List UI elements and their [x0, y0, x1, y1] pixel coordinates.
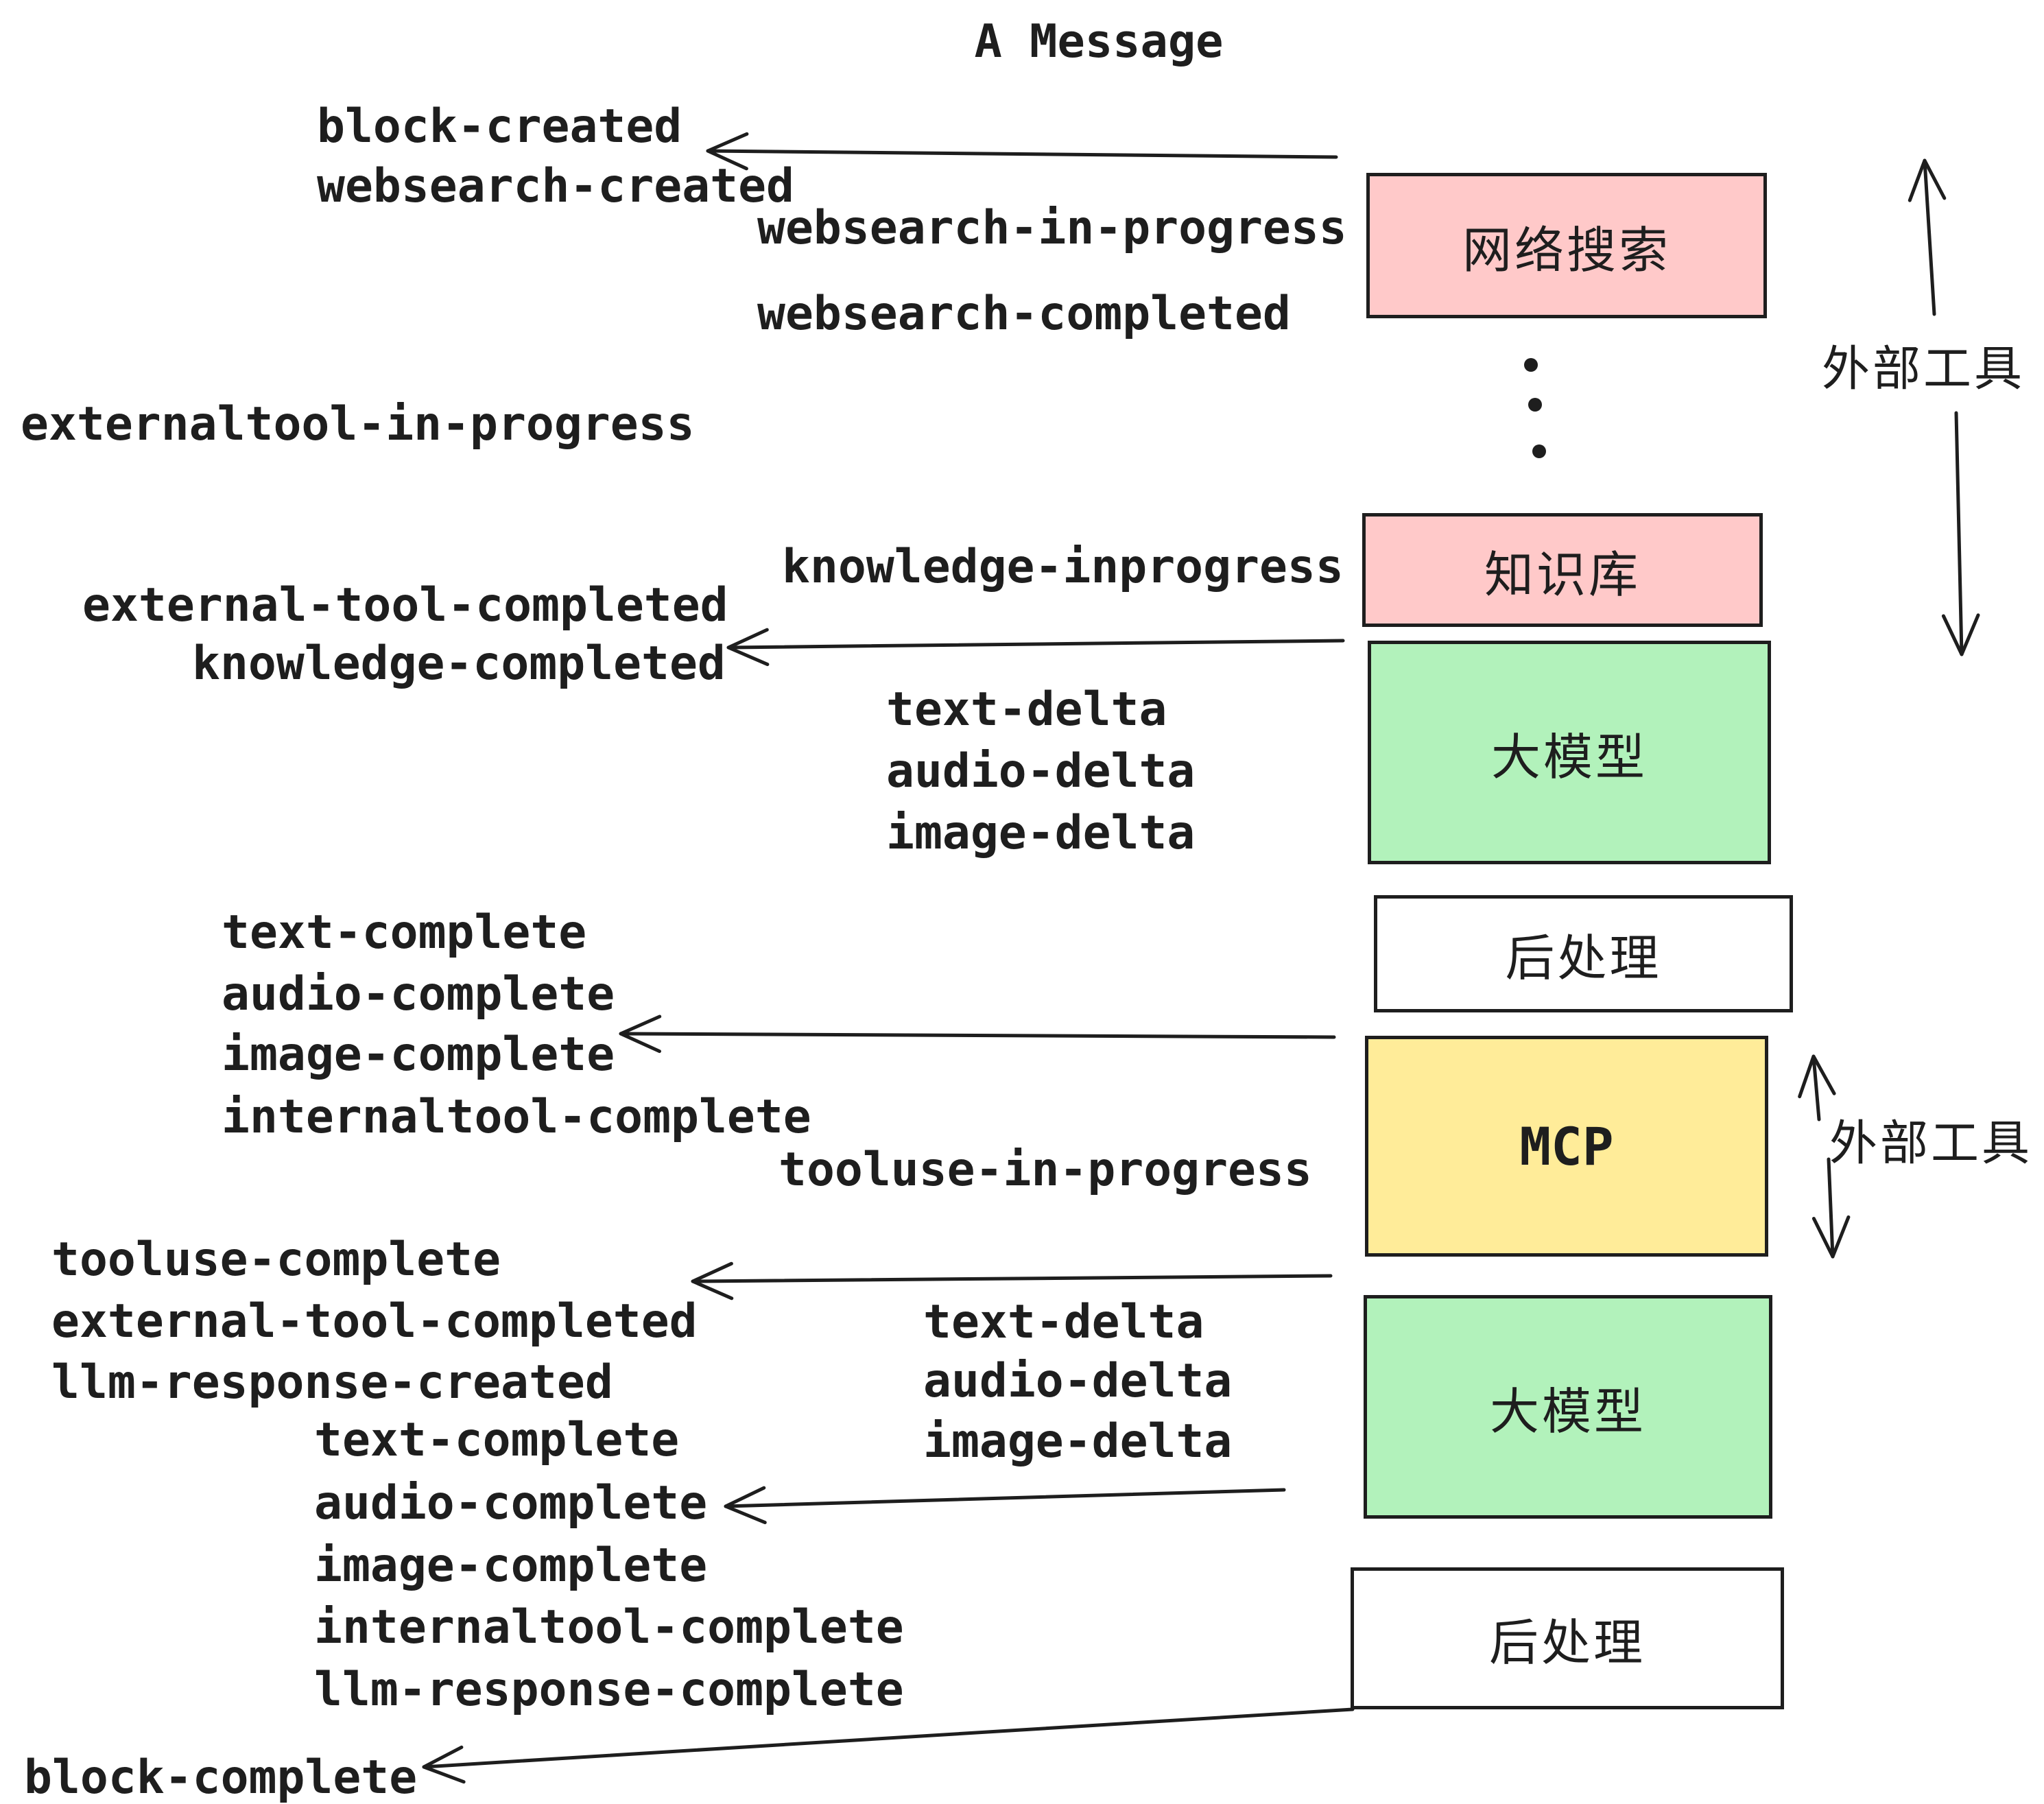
ellipsis-dot [1532, 444, 1546, 458]
arrow-head-to-audio-complete [724, 1486, 767, 1525]
flow-box-knowledge: 知识库 [1362, 513, 1763, 627]
arrow-head-external-tools-1-down [1941, 613, 1980, 656]
event-label: text-complete [222, 905, 587, 960]
page-title: A Message [974, 14, 1224, 68]
event-label: websearch-in-progress [757, 201, 1347, 255]
event-label: llm-response-complete [314, 1663, 904, 1717]
event-label: block-created [317, 99, 682, 154]
event-label: image-delta [923, 1414, 1233, 1469]
event-label: image-complete [222, 1028, 615, 1082]
box-label-mcp: MCP [1519, 1115, 1614, 1177]
event-label: internaltool-complete [314, 1600, 904, 1654]
arrow-head-external-tools-2-up [1798, 1054, 1836, 1099]
box-label-postprocess-1: 后处理 [1505, 931, 1662, 986]
arrow-line-external-tools-2-down [1827, 1157, 1835, 1259]
event-label: image-complete [314, 1539, 708, 1593]
event-label: image-delta [886, 806, 1196, 860]
flow-box-postprocess-2: 后处理 [1351, 1567, 1784, 1709]
arrow-head-to-tooluse-complete [691, 1261, 734, 1301]
event-label: external-tool-completed [82, 578, 728, 632]
event-label: block-complete [24, 1750, 418, 1804]
arrow-line-external-tools-1-down [1954, 411, 1964, 656]
event-label: audio-delta [923, 1354, 1233, 1408]
event-label: tooluse-complete [51, 1233, 501, 1287]
ellipsis-dot [1528, 398, 1542, 412]
arrow-line-to-block-created [706, 149, 1338, 159]
flow-box-postprocess-1: 后处理 [1374, 895, 1793, 1012]
arrow-line-to-tooluse-complete [691, 1274, 1333, 1283]
event-label: websearch-created [317, 159, 794, 213]
event-label: knowledge-completed [192, 637, 726, 691]
arrow-line-external-tools-2-up [1811, 1054, 1821, 1121]
flow-box-llm-2: 大模型 [1364, 1295, 1772, 1519]
arrow-line-external-tools-1-up [1923, 158, 1936, 316]
flow-box-websearch: 网络搜索 [1366, 173, 1767, 318]
arrow-line-to-audio-complete [724, 1488, 1286, 1508]
event-label: audio-delta [886, 744, 1196, 798]
arrow-head-to-image-complete [619, 1014, 662, 1054]
arrow-line-to-image-complete [619, 1032, 1336, 1039]
event-label: externaltool-in-progress [21, 397, 695, 451]
arrow-line-to-knowledge-completed [726, 639, 1345, 650]
event-label: text-complete [314, 1413, 680, 1467]
arrow-head-external-tools-2-down [1811, 1215, 1851, 1259]
box-label-websearch: 网络搜索 [1462, 223, 1671, 278]
flow-box-mcp: MCP [1365, 1036, 1768, 1257]
event-label: audio-complete [314, 1476, 708, 1530]
event-label: text-delta [886, 683, 1167, 737]
arrow-head-to-knowledge-completed [726, 628, 770, 667]
side-label-external-tools-1: 外部工具 [1822, 342, 2025, 396]
event-label: audio-complete [222, 967, 615, 1021]
box-label-postprocess-2: 后处理 [1488, 1616, 1645, 1671]
event-label: llm-response-created [51, 1355, 613, 1410]
box-label-knowledge: 知识库 [1484, 547, 1641, 603]
arrow-line-to-block-complete [422, 1707, 1355, 1769]
side-label-external-tools-2: 外部工具 [1829, 1116, 2032, 1170]
event-label: tooluse-in-progress [779, 1143, 1312, 1197]
event-label: knowledge-inprogress [782, 540, 1344, 594]
event-label: internaltool-complete [222, 1090, 811, 1144]
event-label: websearch-completed [757, 287, 1291, 341]
arrow-head-to-block-complete [422, 1745, 466, 1784]
event-label: text-delta [923, 1295, 1204, 1349]
flow-box-llm-1: 大模型 [1368, 641, 1771, 864]
box-label-llm-2: 大模型 [1489, 1384, 1646, 1440]
arrow-head-to-block-created [706, 132, 749, 171]
event-label: external-tool-completed [51, 1294, 698, 1349]
ellipsis-dot [1524, 358, 1538, 372]
box-label-llm-1: 大模型 [1490, 730, 1648, 785]
arrow-head-external-tools-1-up [1908, 158, 1947, 202]
